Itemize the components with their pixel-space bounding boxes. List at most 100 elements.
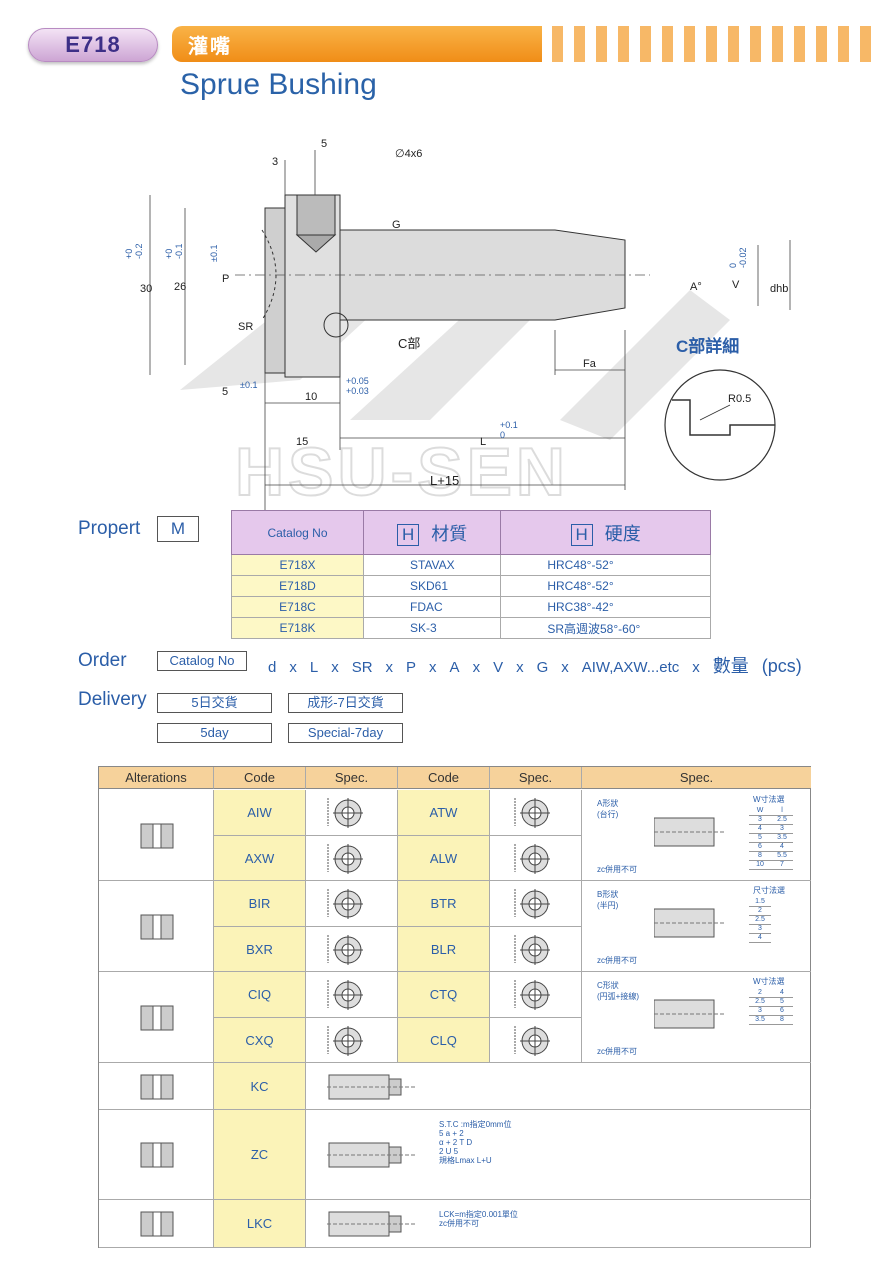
dim-a: A° [690, 281, 702, 293]
dim-l: L [480, 436, 486, 448]
spec-table-title: 尺寸法選 [753, 886, 785, 895]
catalog-cell: E718K [231, 617, 364, 639]
order-part: L [309, 659, 319, 676]
alteration-part-icon [137, 1206, 177, 1242]
code-cell: BIR [214, 881, 306, 927]
dim-hole: ∅4x6 [395, 148, 422, 160]
hardness-cell: HRC38°-42° [500, 596, 711, 618]
spec-icon [324, 933, 364, 967]
spec-icon [511, 1024, 551, 1058]
watermark-text: HSU-SEN [235, 434, 569, 510]
hdr-spec-2: Spec. [490, 767, 582, 789]
spec-icon [511, 887, 551, 921]
dim-5: 5 [321, 138, 327, 150]
dim-p: P [222, 273, 229, 285]
spec-cell [306, 926, 398, 972]
code-cell: BTR [398, 881, 490, 927]
table-cell: 4 [749, 933, 771, 943]
code-cell: BXR [214, 926, 306, 972]
order-label: Order [78, 650, 127, 671]
code-cell: AXW [214, 835, 306, 881]
dim-c-part: C部 [398, 336, 420, 351]
alteration-part-icon [137, 1137, 177, 1173]
alterations-table: Alterations Code Spec. Code Spec. Spec. … [98, 766, 811, 1248]
order-unit: (pcs) [761, 656, 802, 676]
order-part: x [429, 659, 437, 676]
dim-fa: Fa [583, 358, 597, 370]
spec-cell [306, 790, 398, 836]
hdr-code-1: Code [214, 767, 306, 789]
spec-note: zc併用不可 [597, 865, 637, 874]
spec-table-title: W寸法選 [753, 977, 785, 986]
hdr-spec-1: Spec. [306, 767, 398, 789]
order-part: x [692, 659, 700, 676]
alteration-image-cell [99, 881, 214, 972]
code-cell: LKC [214, 1200, 306, 1248]
spec-detail-cell [306, 1110, 811, 1200]
table-cell: 4 [749, 824, 771, 834]
alteration-part-icon [137, 1069, 177, 1105]
order-qty: 數量 [712, 656, 749, 676]
spec-icon [324, 978, 364, 1012]
spec-shape-drawing [653, 903, 734, 943]
order-part: x [516, 659, 524, 676]
table-cell: 10 [749, 860, 771, 870]
table-cell: 6 [749, 842, 771, 852]
spec-shape-drawing [653, 994, 734, 1034]
spec-detail-cell [582, 972, 811, 1063]
order-part: V [493, 659, 504, 676]
dim-dhb: dhb [770, 283, 788, 295]
code-cell: CIQ [214, 972, 306, 1018]
dim-v: V [732, 279, 740, 291]
spec-note: zc併用不可 [597, 1047, 637, 1056]
table-row: 3 [749, 924, 771, 934]
hdr-alterations: Alterations [99, 767, 214, 789]
spec-cell [490, 790, 582, 836]
code-cell: ATW [398, 790, 490, 836]
spec-drawing [327, 1069, 427, 1105]
tol-005: +0.05+0.03 [346, 376, 369, 396]
material-cell: SKD61 [362, 575, 502, 597]
spec-cell [490, 835, 582, 881]
table-cell: 2.5 [749, 915, 771, 925]
table-cell: 2 [749, 906, 771, 916]
table-cell: 1.5 [749, 897, 771, 907]
catalog-cell: E718X [231, 554, 364, 576]
spec-icon [511, 933, 551, 967]
order-part: x [385, 659, 394, 676]
table-cell: 8 [749, 851, 771, 861]
order-part: x [472, 659, 481, 676]
spec-detail-cell [582, 790, 811, 881]
material-header: 材質 [431, 523, 468, 544]
catalog-no-box: Catalog No [157, 651, 247, 671]
spec-icon [324, 887, 364, 921]
alteration-image-cell [99, 1200, 214, 1248]
table-cell: 8 [771, 1015, 793, 1025]
code-cell: BLR [398, 926, 490, 972]
spec-detail-cell [582, 881, 811, 972]
spec-cell [306, 881, 398, 927]
table-cell: 3.5 [749, 1015, 771, 1025]
alteration-part-icon [137, 909, 177, 945]
spec-icon [324, 1024, 364, 1058]
table-cell: 3 [749, 1006, 771, 1016]
order-part: SR [351, 659, 373, 676]
table-cell: W [749, 806, 771, 816]
order-part: A [449, 659, 460, 676]
alteration-image-cell [99, 972, 214, 1063]
table-cell: 5.5 [771, 851, 793, 861]
order-part: d [268, 659, 277, 676]
tol-30: +0-0.2 [124, 243, 144, 259]
spec-note: S.T.C :m指定0mm位 5 a + 2 α + 2 T D 2 U 5 規… [439, 1120, 512, 1165]
spec-cell [306, 1017, 398, 1063]
